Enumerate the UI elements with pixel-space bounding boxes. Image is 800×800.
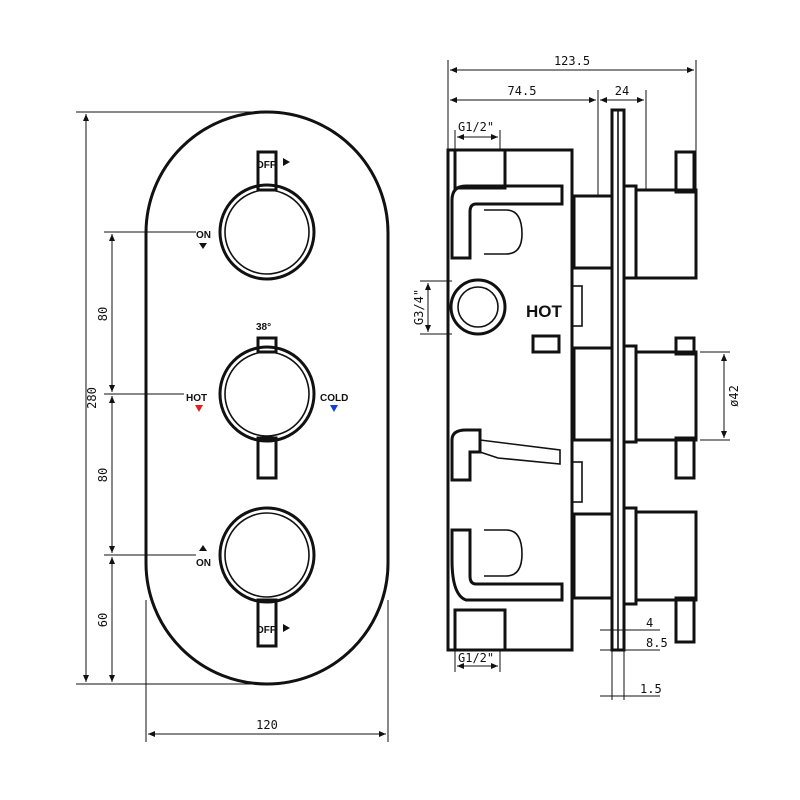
dim-plate-offset: 8.5 [646, 636, 668, 650]
top-inlet [453, 148, 507, 190]
off-bottom-arrow-icon [283, 624, 290, 632]
front-dimensions [76, 111, 389, 742]
middle-lever-lower [674, 436, 696, 480]
bottom-outlet [453, 608, 507, 652]
valve-body [446, 148, 574, 652]
top-cartridge-detail [484, 209, 523, 255]
dim-plate-thickness: 1.5 [640, 682, 662, 696]
bottom-escutcheon [622, 506, 638, 606]
on-bottom-label: ON [196, 558, 211, 569]
middle-escutcheon [622, 344, 638, 444]
middle-shaft [572, 346, 614, 442]
side-dimensions [420, 60, 730, 700]
top-shaft [572, 194, 614, 270]
bottom-cartridge-wedge [479, 439, 561, 465]
side-hot-label: HOT [526, 302, 563, 321]
front-view: OFF ON 38° HOT COLD ON OFF 280 [76, 110, 390, 742]
top-diverter-knob [218, 150, 316, 281]
middle-connector [531, 334, 561, 354]
angle-label: 38° [256, 322, 271, 333]
dim-width: 120 [256, 718, 278, 732]
dim-handle-depth: 24 [615, 84, 629, 98]
bottom-lever [674, 596, 696, 644]
dim-spacing-upper: 80 [96, 307, 110, 321]
dim-handle-diameter: ø42 [727, 385, 741, 407]
bottom-diverter-knob [218, 506, 316, 648]
dim-side-inlet: G3/4" [412, 289, 426, 325]
cold-marker-icon [330, 405, 338, 412]
side-view: HOT [412, 54, 741, 700]
lower-bolt [571, 461, 583, 503]
dim-spacing-lower: 80 [96, 468, 110, 482]
top-escutcheon [622, 184, 638, 280]
dim-bottom-outlet: G1/2" [458, 651, 494, 665]
upper-bolt [571, 285, 583, 327]
hot-inlet-inner [457, 286, 499, 328]
dim-plate-gap: 4 [646, 616, 653, 630]
off-top-arrow-icon [283, 158, 290, 166]
bottom-cartridge-detail [484, 529, 523, 577]
faceplate-outline [144, 110, 390, 686]
top-cartridge-path [450, 184, 564, 260]
dim-top-inlet: G1/2" [458, 120, 494, 134]
off-top-label: OFF [256, 160, 276, 171]
middle-lever-upper [674, 336, 696, 356]
on-top-arrow-icon [199, 243, 207, 249]
bottom-cartridge-inlet [450, 428, 482, 482]
on-bottom-arrow-icon [199, 545, 207, 551]
dim-body-depth: 74.5 [508, 84, 537, 98]
off-bottom-label: OFF [256, 625, 276, 636]
middle-thermostat-knob [218, 336, 316, 480]
bottom-cartridge-path [450, 528, 564, 602]
dim-bottom-offset: 60 [96, 613, 110, 627]
dim-overall-height: 280 [85, 387, 99, 409]
top-handle-hub [634, 188, 698, 280]
cold-label: COLD [320, 393, 348, 404]
hot-marker-icon [195, 405, 203, 412]
bottom-shaft [572, 512, 614, 600]
top-lever [674, 150, 696, 194]
dim-overall-depth: 123.5 [554, 54, 590, 68]
on-top-label: ON [196, 230, 211, 241]
middle-handle-hub [634, 350, 698, 442]
hot-label: HOT [186, 393, 207, 404]
hot-inlet-port [449, 278, 507, 336]
bottom-handle-hub [634, 510, 698, 602]
